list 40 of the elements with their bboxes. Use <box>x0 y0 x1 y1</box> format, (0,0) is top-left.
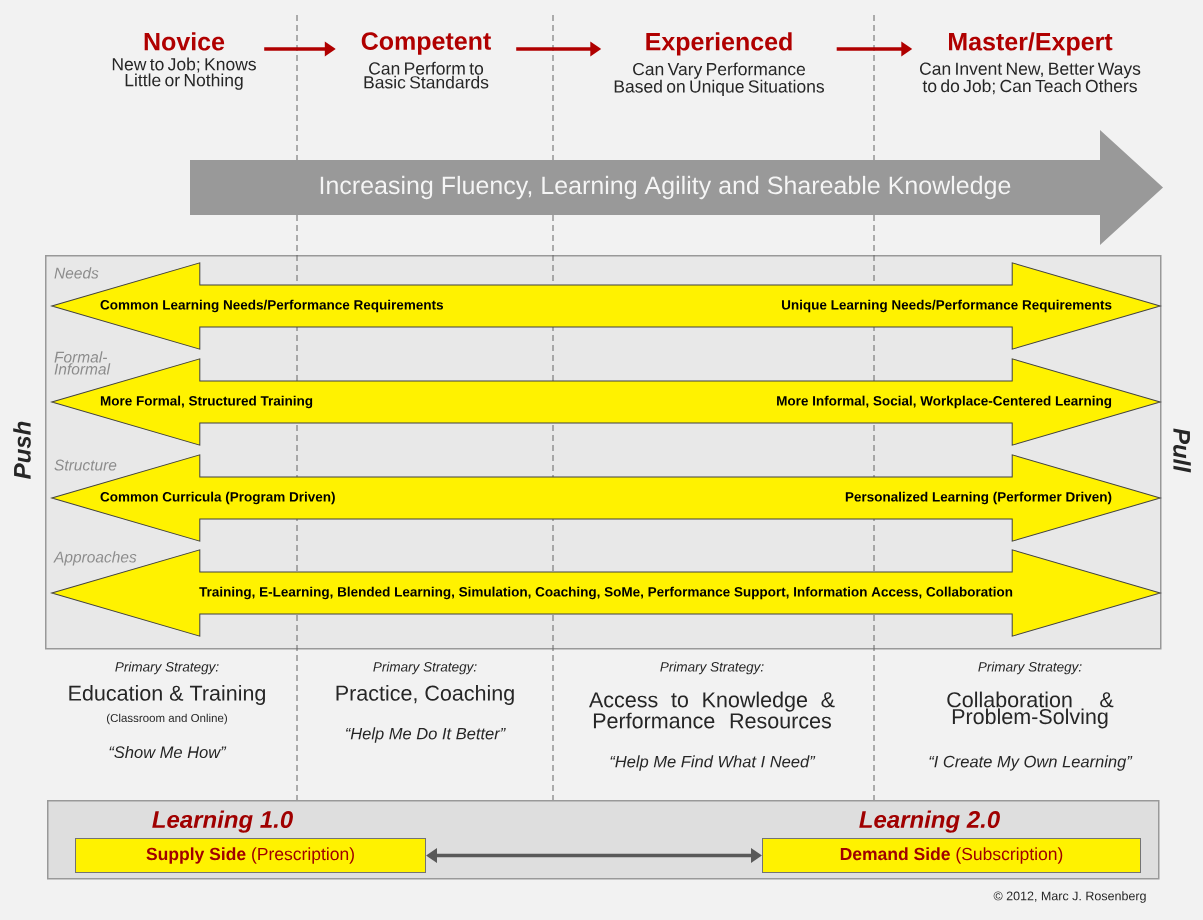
arrow-text: Training, E-Learning, Blended Learning, Simulation, Coaching, SoMe, Performance Support, Information Access, Collaboration <box>199 586 1013 600</box>
strategy-heading: Primary Strategy: <box>978 661 1082 675</box>
box-heading: Learning 1.0 <box>152 810 293 833</box>
arrow-text: More Informal, Social, Workplace-Centered Learning <box>777 395 1112 409</box>
stage-description: Can Vary Performance Based on Unique Situations <box>614 62 825 97</box>
side-label: Pull <box>1173 428 1191 473</box>
strategy-quote: “I Create My Own Learning” <box>929 755 1133 771</box>
stage-title: Experienced <box>646 32 792 56</box>
stage-title: Competent <box>361 32 491 55</box>
copyright-note: © 2012, Marc J. Rosenberg <box>993 891 1146 903</box>
strategy-heading: Primary Strategy: <box>373 661 477 675</box>
label-box: Demand Side (Subscription) <box>762 838 1141 873</box>
stage-title: Master/Expert <box>949 32 1113 56</box>
arrow-text: Personalized Learning (Performer Driven) <box>845 491 1112 505</box>
strategy-name: Education & Training <box>69 685 265 705</box>
stage-description: Can Invent New, Better Ways to do Job; Can Teach Others <box>920 62 1141 95</box>
row-label: Formal-Informal <box>54 351 111 375</box>
stage-description: New to Job; Knows Little or Nothing <box>112 57 256 90</box>
box-heading: Learning 2.0 <box>859 810 1000 833</box>
arrow-text: More Formal, Structured Training <box>100 395 313 409</box>
row-label: Needs <box>54 267 99 279</box>
arrow-text: Common Curricula (Program Driven) <box>100 491 335 505</box>
stage-description: Can Perform to Basic Standards <box>364 61 489 89</box>
row-label: Structure <box>54 459 117 471</box>
strategy-note: (Classroom and Online) <box>107 713 227 725</box>
arrow-text: Common Learning Needs/Performance Requirements <box>100 299 443 313</box>
strategy-quote: “Show Me How” <box>109 745 227 759</box>
strategy-name: Access to Knowledge & Performance Resources <box>589 691 835 729</box>
strategy-heading: Primary Strategy: <box>660 661 764 675</box>
strategy-quote: “Help Me Do It Better” <box>345 727 506 743</box>
strategy-name: Practice, Coaching <box>336 685 514 705</box>
side-label: Push <box>13 421 31 479</box>
row-label: Approaches <box>53 551 137 566</box>
strategy-heading: Primary Strategy: <box>115 661 219 675</box>
label-box: Supply Side (Prescription) <box>75 838 426 873</box>
strategy-quote: “Help Me Find What I Need” <box>610 755 816 771</box>
stage-title: Novice <box>144 32 225 51</box>
arrow-text: Unique Learning Needs/Performance Requirements <box>782 299 1112 313</box>
arrow-text: Increasing Fluency, Learning Agility and Shareable Knowledge <box>320 175 1011 200</box>
strategy-name: Collaboration & Problem-Solving <box>947 691 1114 729</box>
